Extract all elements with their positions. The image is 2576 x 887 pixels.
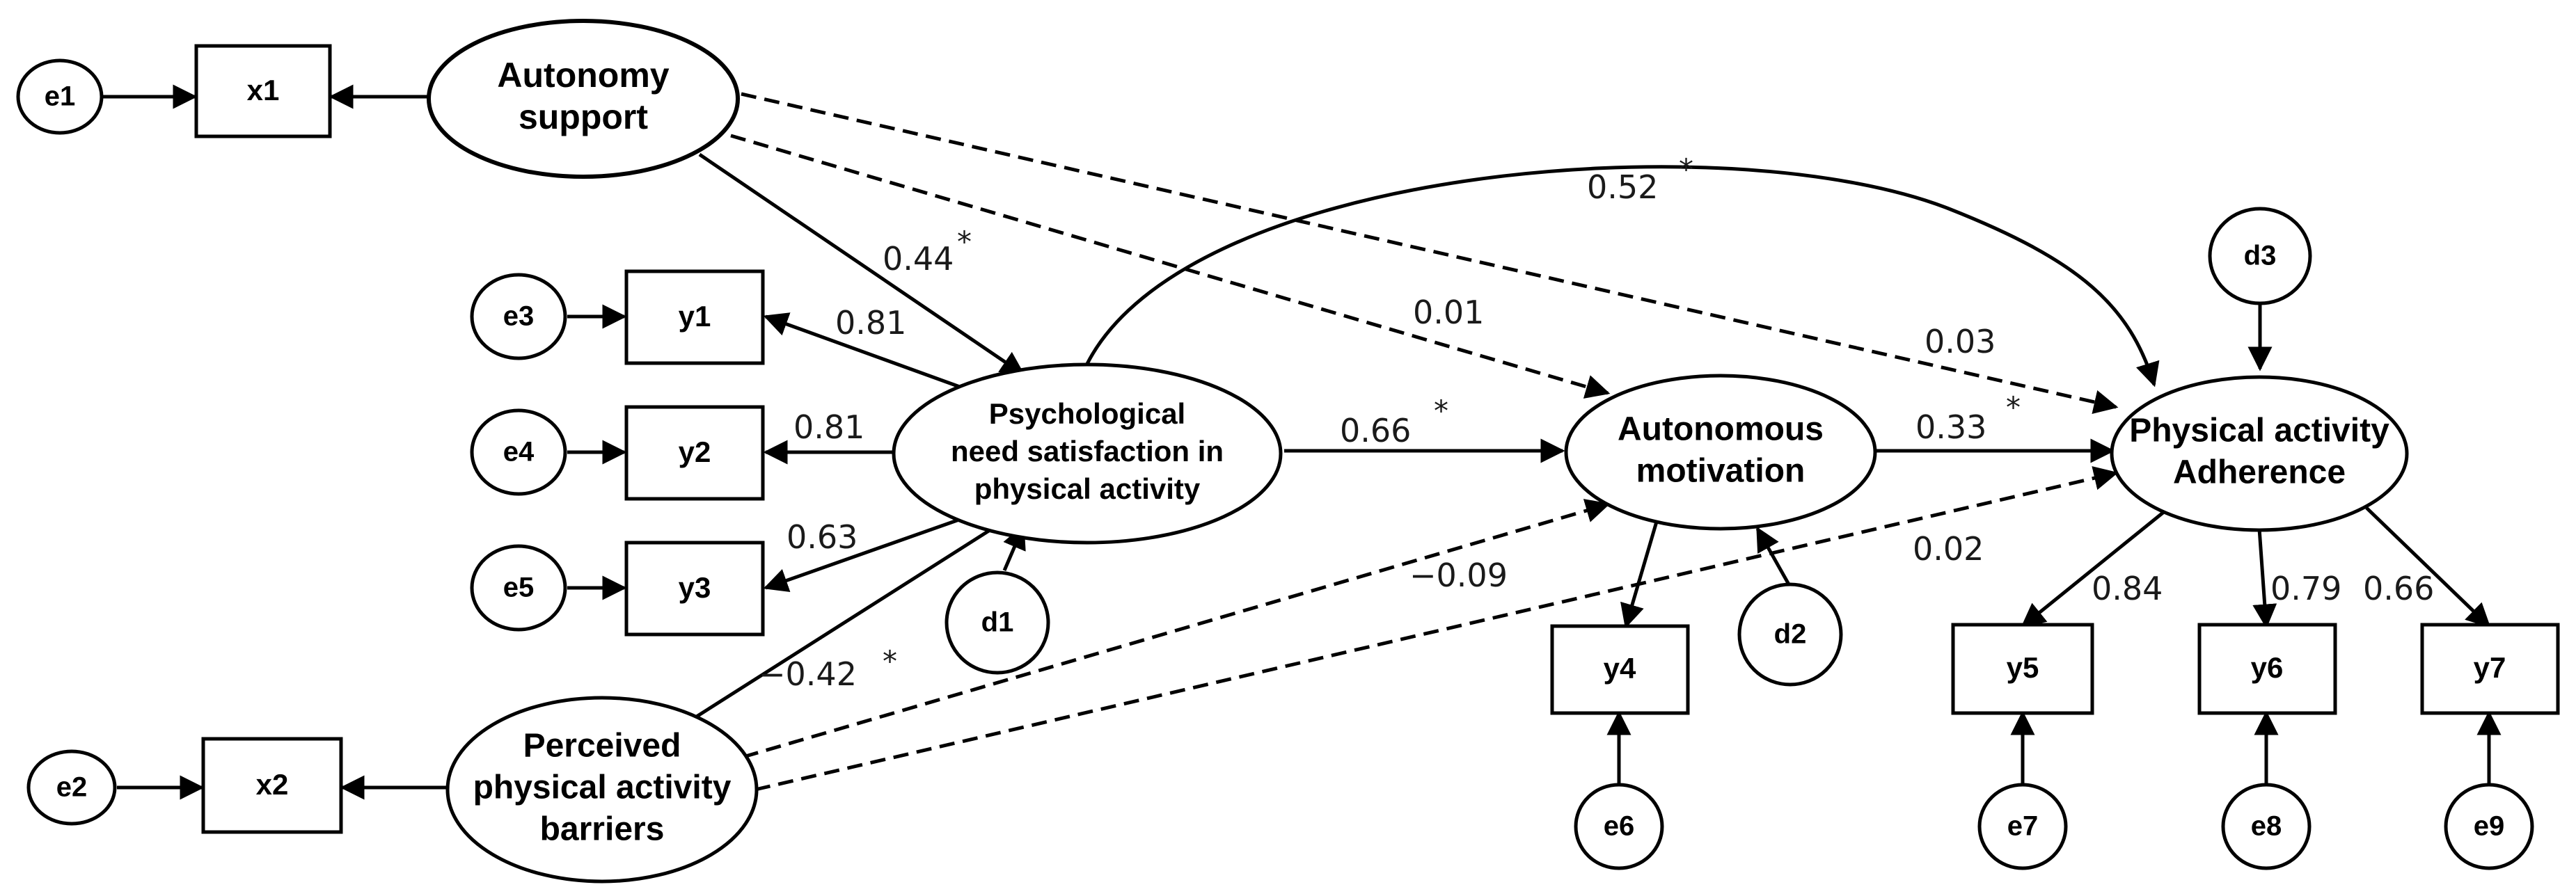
svg-text:Autonomy: Autonomy	[497, 56, 669, 95]
svg-text:e5: e5	[503, 573, 535, 603]
coef-pns-am: 0.66	[1340, 412, 1411, 449]
error-e1: e1	[16, 58, 104, 135]
coef-as-am: 0.01	[1413, 294, 1484, 331]
coef-y6: 0.79	[2270, 570, 2341, 607]
svg-text:d2: d2	[1774, 619, 1807, 650]
coef-pns-pa: 0.52	[1587, 168, 1658, 206]
svg-text:e9: e9	[2474, 811, 2505, 842]
svg-text:e4: e4	[503, 437, 535, 468]
coef-y1: 0.81	[835, 304, 906, 342]
star-pns-pa: *	[1679, 152, 1693, 186]
indicator-y2: y2	[624, 405, 765, 501]
coef-y5: 0.84	[2092, 570, 2163, 607]
coef-y7: 0.66	[2363, 570, 2434, 607]
error-e8: e8	[2221, 783, 2312, 870]
star-am-pa: *	[2006, 390, 2021, 424]
arrow-pa-y5	[2021, 510, 2166, 628]
disturbance-d2: d2	[1737, 582, 1843, 687]
svg-text:y5: y5	[2007, 651, 2039, 684]
path-pb-pa	[754, 466, 2119, 792]
arrow-pa-y6	[2252, 528, 2277, 629]
arrow-pa-y7	[2365, 506, 2491, 628]
svg-text:y4: y4	[1604, 652, 1636, 685]
svg-text:y6: y6	[2251, 651, 2284, 684]
coef-am-pa: 0.33	[1915, 408, 1986, 446]
error-e6: e6	[1574, 783, 1664, 870]
svg-text:Psychological: Psychological	[989, 397, 1185, 430]
latent-perceived-barriers: Perceived physical activity barriers	[445, 696, 759, 884]
coef-pb-pns: −0.42	[759, 655, 857, 693]
svg-text:x1: x1	[247, 74, 280, 106]
path-as-am	[730, 134, 1611, 399]
svg-text:e7: e7	[2007, 811, 2039, 842]
svg-text:physical activity: physical activity	[974, 472, 1201, 505]
latent-pa-adherence: Physical activity Adherence	[2110, 375, 2409, 532]
coef-as-pa: 0.03	[1925, 323, 1996, 360]
coef-y2: 0.81	[793, 408, 864, 446]
indicator-x1: x1	[194, 44, 332, 138]
svg-text:support: support	[519, 97, 648, 136]
arrow-am-y4	[1620, 521, 1659, 629]
disturbance-d1: d1	[945, 570, 1050, 675]
error-e3: e3	[470, 273, 567, 360]
svg-text:y1: y1	[679, 300, 711, 333]
svg-text:e2: e2	[56, 772, 88, 803]
indicator-y4: y4	[1550, 624, 1690, 715]
svg-text:need satisfaction in: need satisfaction in	[951, 435, 1224, 468]
latent-autonomy-support: Autonomy support	[427, 19, 740, 179]
svg-text:motivation: motivation	[1636, 453, 1805, 490]
coef-pb-am: −0.09	[1409, 557, 1508, 594]
svg-text:Adherence: Adherence	[2173, 454, 2346, 491]
svg-text:e3: e3	[503, 301, 535, 332]
svg-text:barriers: barriers	[540, 811, 665, 848]
svg-text:e1: e1	[45, 81, 76, 112]
svg-text:y7: y7	[2474, 651, 2506, 684]
svg-text:y3: y3	[679, 571, 711, 604]
latent-psych-need-satisfaction: Psychological need satisfaction in physi…	[892, 362, 1283, 545]
svg-text:Autonomous: Autonomous	[1618, 411, 1824, 448]
error-e2: e2	[26, 749, 117, 826]
arrow-pns-y1	[763, 312, 983, 397]
svg-text:physical activity: physical activity	[473, 769, 732, 806]
svg-text:Perceived: Perceived	[523, 728, 681, 765]
svg-text:y2: y2	[679, 435, 711, 468]
latent-autonomous-motivation: Autonomous motivation	[1564, 374, 1877, 531]
coef-pb-pa: 0.02	[1913, 530, 1984, 568]
path-pb-pns	[684, 511, 1018, 726]
star-pb-pns: *	[883, 644, 897, 678]
svg-text:d3: d3	[2244, 241, 2277, 271]
svg-text:e6: e6	[1604, 811, 1635, 842]
path-pb-am	[743, 499, 1611, 759]
indicator-y7: y7	[2420, 623, 2560, 715]
arrow-d2	[1755, 526, 1791, 586]
error-e5: e5	[470, 544, 567, 632]
error-e7: e7	[1977, 783, 2068, 870]
path-as-pns	[698, 152, 1025, 376]
svg-text:e8: e8	[2251, 811, 2282, 842]
coef-y3: 0.63	[787, 518, 858, 556]
indicator-x2: x2	[201, 737, 343, 834]
indicator-y6: y6	[2197, 623, 2337, 715]
star-pns-am: *	[1434, 394, 1448, 428]
indicator-y1: y1	[624, 269, 765, 365]
svg-text:Physical activity: Physical activity	[2129, 413, 2389, 449]
error-e9: e9	[2444, 783, 2534, 870]
path-pns-pa	[1080, 165, 2160, 387]
coef-as-pns: 0.44	[883, 240, 954, 278]
error-e4: e4	[470, 408, 567, 496]
star-as-pns: *	[957, 225, 972, 259]
svg-text:d1: d1	[981, 607, 1014, 638]
svg-text:x2: x2	[256, 768, 289, 801]
arrow-pns-y3	[763, 509, 983, 593]
indicator-y3: y3	[624, 541, 765, 637]
disturbance-d3: d3	[2208, 207, 2312, 305]
indicator-y5: y5	[1951, 623, 2094, 715]
